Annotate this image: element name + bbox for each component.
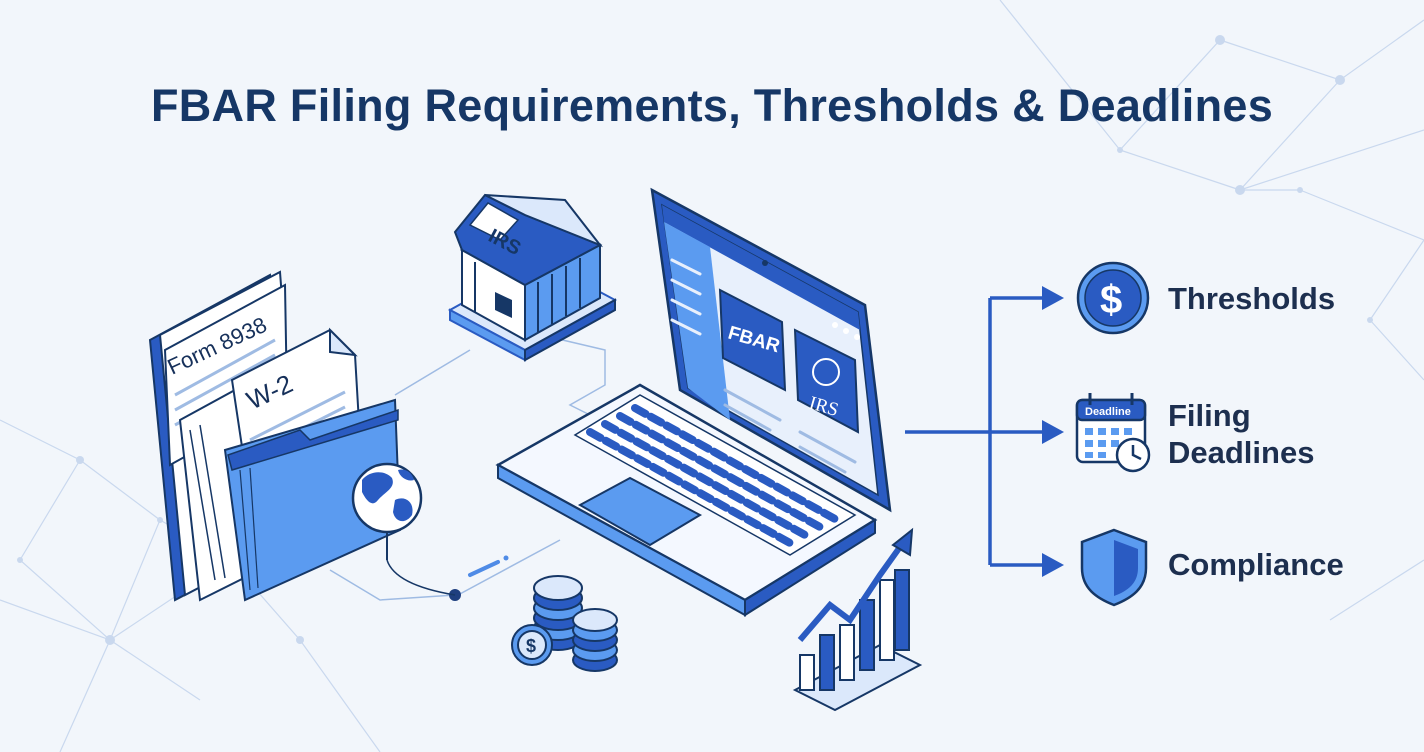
output-label-compliance: Compliance [1168, 547, 1344, 582]
calendar-label: Deadline [1085, 406, 1131, 418]
shield-icon [1080, 528, 1148, 607]
globe-icon [351, 462, 456, 596]
dollar-coin-icon: $ [1076, 261, 1150, 335]
calendar-clock-icon: Deadline [1075, 393, 1151, 473]
arrow-head-deadlines [1042, 420, 1064, 444]
output-label-filing: Filing [1168, 398, 1251, 433]
output-arrows [905, 296, 1050, 567]
growth-bar-chart-icon [792, 527, 923, 712]
page-title: FBAR Filing Requirements, Thresholds & D… [150, 80, 1274, 131]
output-label-deadlines: Deadlines [1168, 435, 1315, 470]
coin-stacks-icon: $ [511, 575, 618, 672]
coin-dollar-sign: $ [526, 636, 536, 656]
document-folder-stack: Form 8938 W-2 [148, 270, 402, 602]
arrow-head-thresholds [1042, 286, 1064, 310]
laptop-illustration: FBAR IRS [495, 187, 892, 617]
arrow-head-compliance [1042, 553, 1064, 577]
irs-bank-building-icon: IRS [447, 193, 618, 362]
dollar-symbol: $ [1100, 278, 1122, 322]
output-label-thresholds: Thresholds [1168, 281, 1336, 316]
connector-lines [329, 329, 606, 601]
